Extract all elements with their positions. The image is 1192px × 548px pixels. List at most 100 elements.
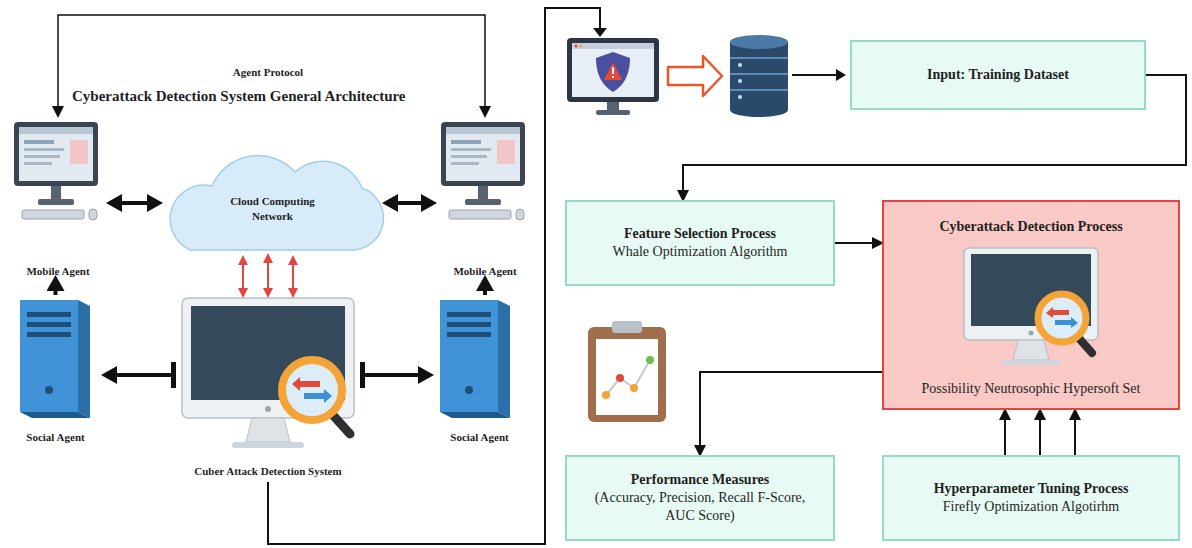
monitor-icon (1013, 340, 1049, 360)
server-icon (440, 412, 510, 418)
monitor-icon (446, 127, 520, 134)
server-icon (440, 300, 510, 418)
box-body: Whale Optimization Algorithm (613, 243, 788, 261)
server-icon (440, 300, 498, 412)
connector (292, 257, 294, 296)
server-icon (78, 300, 90, 418)
database-icon (730, 103, 788, 117)
monitor-icon (19, 127, 93, 181)
monitor-icon (446, 127, 520, 181)
server-icon (20, 300, 90, 418)
server-icon (447, 322, 491, 327)
database-icon (730, 35, 788, 117)
monitor-icon (1046, 307, 1069, 318)
alert-monitor-icon (596, 110, 630, 115)
agent-node: Mobile Agent (435, 118, 535, 278)
monitor-icon (70, 140, 88, 164)
monitor-icon (19, 127, 93, 134)
alert-monitor-icon (607, 102, 619, 110)
database-icon (738, 95, 742, 99)
server-icon (498, 300, 510, 418)
monitor-icon (14, 122, 98, 186)
detection-monitor-icon (232, 442, 304, 448)
monitor-icon (24, 162, 52, 165)
agent-label: Social Agent (26, 431, 84, 444)
server-icon (20, 412, 90, 418)
monitor-icon (956, 244, 1106, 374)
box-heading: Input: Training Dataset (927, 66, 1069, 84)
monitor-icon (451, 155, 487, 158)
process-box: Feature Selection ProcessWhale Optimizat… (565, 200, 835, 286)
server-icon (447, 332, 491, 337)
connector (835, 242, 882, 244)
process-box: Input: Training Dataset (850, 40, 1146, 110)
detection-monitor-icon (246, 418, 290, 442)
alert-monitor-icon (567, 38, 659, 102)
flow-line (792, 74, 838, 76)
server-icon (45, 386, 53, 394)
agent-node: Social Agent (8, 296, 103, 444)
transfer-arrow (668, 56, 722, 96)
edge-label: Agent Protocol (231, 66, 305, 78)
clipboard-icon (588, 321, 666, 422)
agent-label: Mobile Agent (26, 265, 89, 278)
connector (1074, 410, 1076, 455)
server-icon (27, 312, 71, 317)
alert-monitor-icon (580, 45, 583, 48)
detection-monitor-icon (282, 360, 342, 420)
server-icon (465, 386, 473, 394)
alert-monitor-icon (575, 45, 578, 48)
cloud-shape (170, 156, 383, 250)
box-body: Firefly Optimization Algotirhm (943, 498, 1120, 516)
clipboard-icon (588, 327, 666, 422)
alert-monitor-icon (567, 38, 659, 115)
box-body: Possibility Neutrosophic Hypersoft Set (922, 380, 1141, 398)
database-icon (730, 89, 788, 91)
monitor-icon (441, 122, 525, 186)
database-icon (730, 42, 788, 110)
detection-monitor-icon (292, 377, 320, 391)
monitor-icon (1055, 317, 1078, 328)
box-heading: Cyberattack Detection Process (939, 218, 1122, 236)
agent-node: Social Agent (432, 296, 527, 444)
server-icon (20, 300, 78, 412)
monitor-icon (51, 186, 61, 200)
diagram-title: Cyberattack Detection System General Arc… (72, 88, 406, 105)
server-icon (447, 312, 491, 317)
monitor-icon (1029, 330, 1034, 335)
system-node: Cuber Attack Detection System (176, 296, 360, 478)
monitor-icon (451, 148, 491, 151)
cloud-node: Cloud Computing Network (155, 165, 390, 253)
agent-label: Mobile Agent (453, 265, 516, 278)
clipboard-icon (606, 360, 650, 395)
flow-line (593, 28, 607, 37)
alert-monitor-icon (596, 52, 630, 92)
process-box: Hyperparameter Tuning ProcessFirefly Opt… (882, 455, 1180, 541)
connector (242, 257, 244, 296)
monitor-icon (24, 140, 54, 144)
detection-monitor-icon (304, 389, 332, 403)
database-icon (730, 35, 788, 49)
monitor-icon (451, 162, 479, 165)
box-body: (Accuracy, Precision, Recall F-Score, AU… (581, 489, 819, 525)
detection-box: Cyberattack Detection ProcessPossibility… (882, 200, 1180, 410)
connector (700, 372, 882, 455)
alert-monitor-icon (604, 62, 622, 80)
monitor-icon (22, 210, 84, 219)
cloud-label: Cloud Computing Network (213, 194, 333, 224)
alert-monitor-icon (612, 67, 614, 74)
monitor-icon (516, 209, 524, 220)
detection-monitor-icon (265, 406, 271, 412)
clipboard-icon (646, 356, 654, 364)
monitor-icon (451, 140, 481, 144)
detection-monitor-icon (182, 298, 354, 448)
flow-line (792, 69, 846, 81)
monitor-icon (449, 210, 511, 219)
monitor-icon (497, 140, 515, 164)
connector (1004, 410, 1006, 455)
connector (1039, 410, 1041, 455)
box-heading: Performance Measures (631, 471, 770, 489)
detection-monitor-icon (331, 413, 350, 434)
monitor-icon (24, 155, 60, 158)
